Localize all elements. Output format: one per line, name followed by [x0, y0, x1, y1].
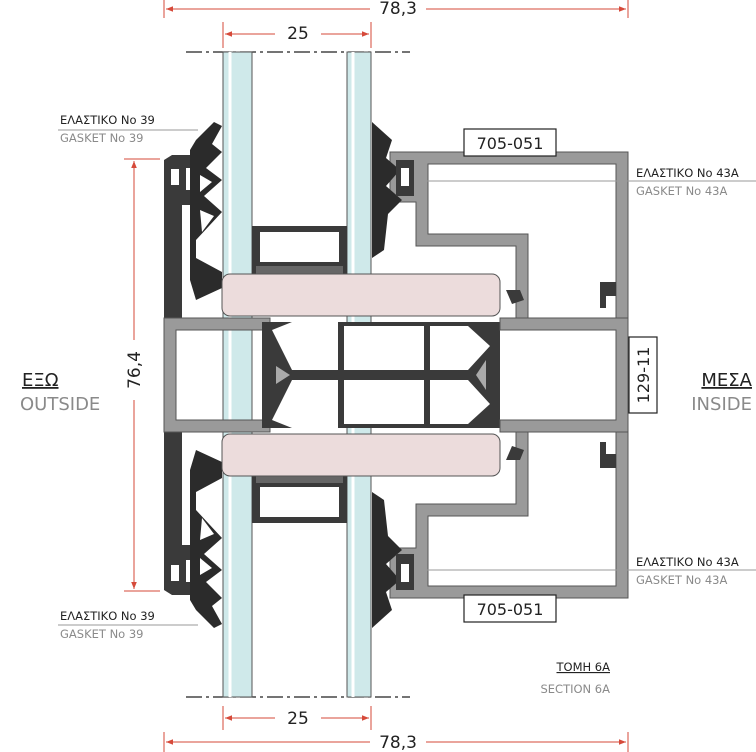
spacer-top	[252, 226, 347, 274]
leader-lines	[58, 129, 756, 626]
insulation-bar-top	[221, 273, 501, 317]
outer-glass-pane	[222, 51, 253, 698]
outside-label-english: OUTSIDE	[20, 394, 100, 415]
profile-code-bottom: 705-051	[463, 594, 557, 623]
gasket-label-right-bottom-greek: ΕΛΑΣΤΙΚΟ Νο 43Α	[636, 555, 739, 569]
dim-overall-top: 78,3	[163, 0, 629, 19]
sash-profile-top	[389, 151, 629, 319]
section-label-english: SECTION 6A	[540, 682, 610, 696]
profile-code-top-label: 705-051	[477, 134, 544, 153]
outside-label-greek: ΕΞΩ	[22, 370, 59, 391]
central-profile	[262, 322, 500, 428]
section-label-greek: ΤΟΜΗ 6Α	[556, 660, 611, 674]
sash-profile-bottom	[389, 431, 629, 599]
dim-glass-bottom-label: 25	[287, 709, 309, 729]
gasket-label-left-top-greek: ΕΛΑΣΤΙΚΟ Νο 39	[60, 113, 155, 127]
dim-overall-top-label: 78,3	[379, 0, 417, 19]
dim-height: 76,4	[124, 158, 160, 592]
inside-label-english: INSIDE	[691, 394, 752, 415]
dim-overall-bottom: 78,3	[163, 732, 629, 752]
dim-glass-top-label: 25	[287, 24, 309, 44]
profile-code-mullion-label: 129-11	[634, 347, 653, 404]
profile-code-top: 705-051	[463, 128, 557, 157]
glass-panes	[222, 51, 372, 698]
gasket-label-right-top-greek: ΕΛΑΣΤΙΚΟ Νο 43Α	[636, 166, 739, 180]
profile-code-bottom-label: 705-051	[477, 600, 544, 619]
dim-glass-top: 25	[222, 22, 372, 48]
dim-height-label: 76,4	[125, 351, 145, 389]
inside-label-greek: ΜΕΣΑ	[701, 370, 752, 391]
gasket-label-right-bottom-english: GASKET Νο 43Α	[636, 573, 727, 587]
gasket-inner-top	[372, 122, 414, 258]
spacer-bottom	[252, 475, 347, 523]
gasket-label-left-bottom-greek: ΕΛΑΣΤΙΚΟ Νο 39	[60, 609, 155, 623]
insulation-bars	[221, 273, 501, 477]
left-frame-body	[163, 317, 271, 433]
dim-overall-bottom-label: 78,3	[379, 733, 417, 752]
dim-glass-bottom: 25	[222, 706, 372, 730]
gasket-inner-bottom	[372, 492, 414, 628]
gasket-39-top	[190, 122, 222, 300]
insulation-bar-bottom	[221, 433, 501, 477]
gasket-label-left-bottom-english: GASKET Νο 39	[60, 627, 144, 641]
gasket-39-bottom	[190, 450, 222, 628]
right-frame-body	[499, 317, 629, 433]
gasket-label-right-top-english: GASKET Νο 43Α	[636, 184, 727, 198]
gasket-label-left-top-english: GASKET Νο 39	[60, 131, 144, 145]
profile-code-mullion: 129-11	[628, 336, 658, 414]
